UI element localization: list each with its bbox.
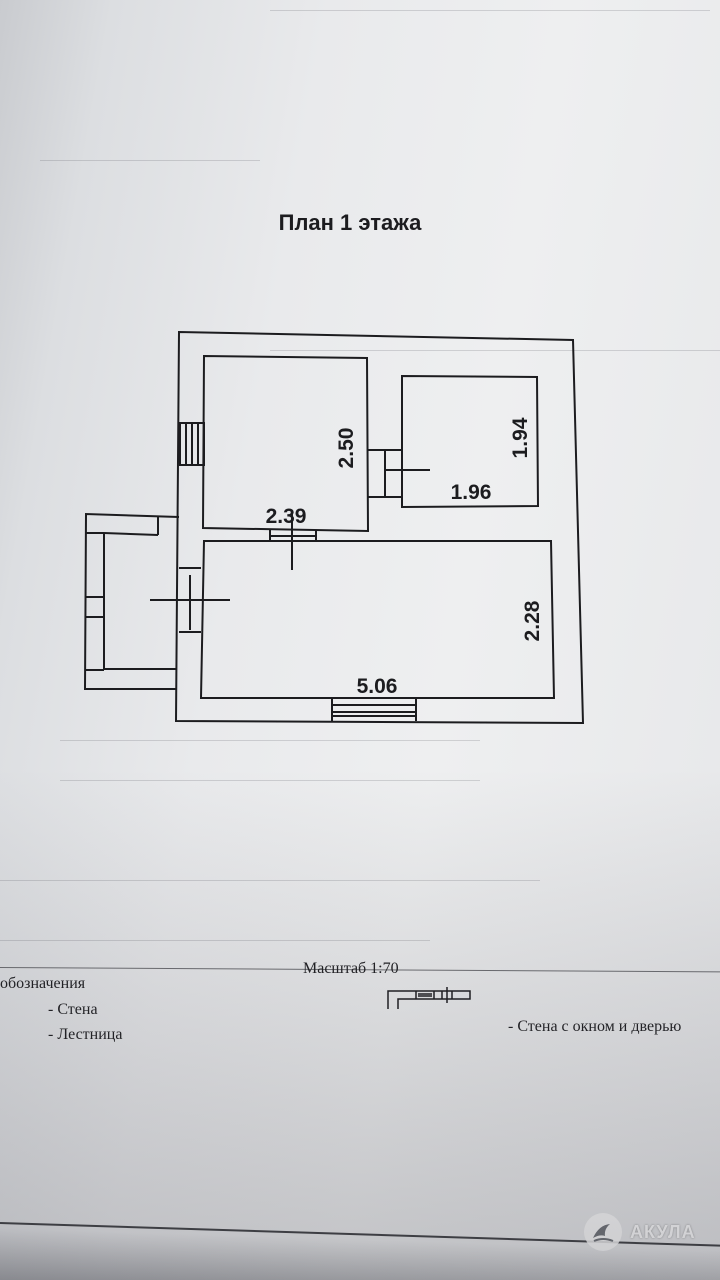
porch-inner-top — [103, 532, 159, 536]
bleed-line — [270, 350, 720, 351]
legend-wall: - Стена — [48, 1001, 98, 1018]
porch-door-jambs — [179, 567, 201, 633]
dim-room-bottom-width: 5.06 — [357, 675, 398, 698]
left-window — [179, 422, 205, 466]
bleed-line — [270, 10, 710, 11]
bleed-line — [60, 740, 480, 741]
dim-room-top-left-width: 2.39 — [266, 505, 307, 528]
bleed-line — [0, 880, 540, 881]
dim-room-bottom-height: 2.28 — [521, 600, 544, 641]
room-top-right — [401, 374, 540, 509]
floor-plan: 2.50 2.39 1.94 1.96 2.28 5.06 — [83, 330, 585, 725]
dim-room-top-left-height: 2.50 — [335, 428, 358, 469]
bleed-line — [0, 940, 430, 941]
porch-outer — [83, 512, 180, 690]
bleed-line — [40, 160, 260, 161]
outer-wall — [174, 330, 585, 725]
dim-room-top-right-height: 1.94 — [509, 417, 532, 458]
room-top-left — [201, 354, 370, 533]
wall-window-door-symbol — [387, 987, 471, 1009]
bottom-window — [331, 698, 417, 721]
scale-label: Масштаб 1:70 — [303, 960, 399, 977]
legend-wall-window-door: - Стена с окном и дверью — [508, 1018, 682, 1035]
legend-stairs: - Лестница — [48, 1026, 123, 1043]
legend-heading: обозначения — [0, 975, 86, 992]
watermark-logo: АКУЛА — [584, 1213, 696, 1251]
plan-title: План 1 этажа — [278, 210, 422, 235]
room-bottom — [199, 540, 556, 699]
watermark-brand: АКУЛА — [630, 1221, 696, 1242]
bleed-line — [60, 780, 480, 781]
shark-icon — [584, 1213, 622, 1251]
dim-room-top-right-width: 1.96 — [451, 481, 492, 504]
